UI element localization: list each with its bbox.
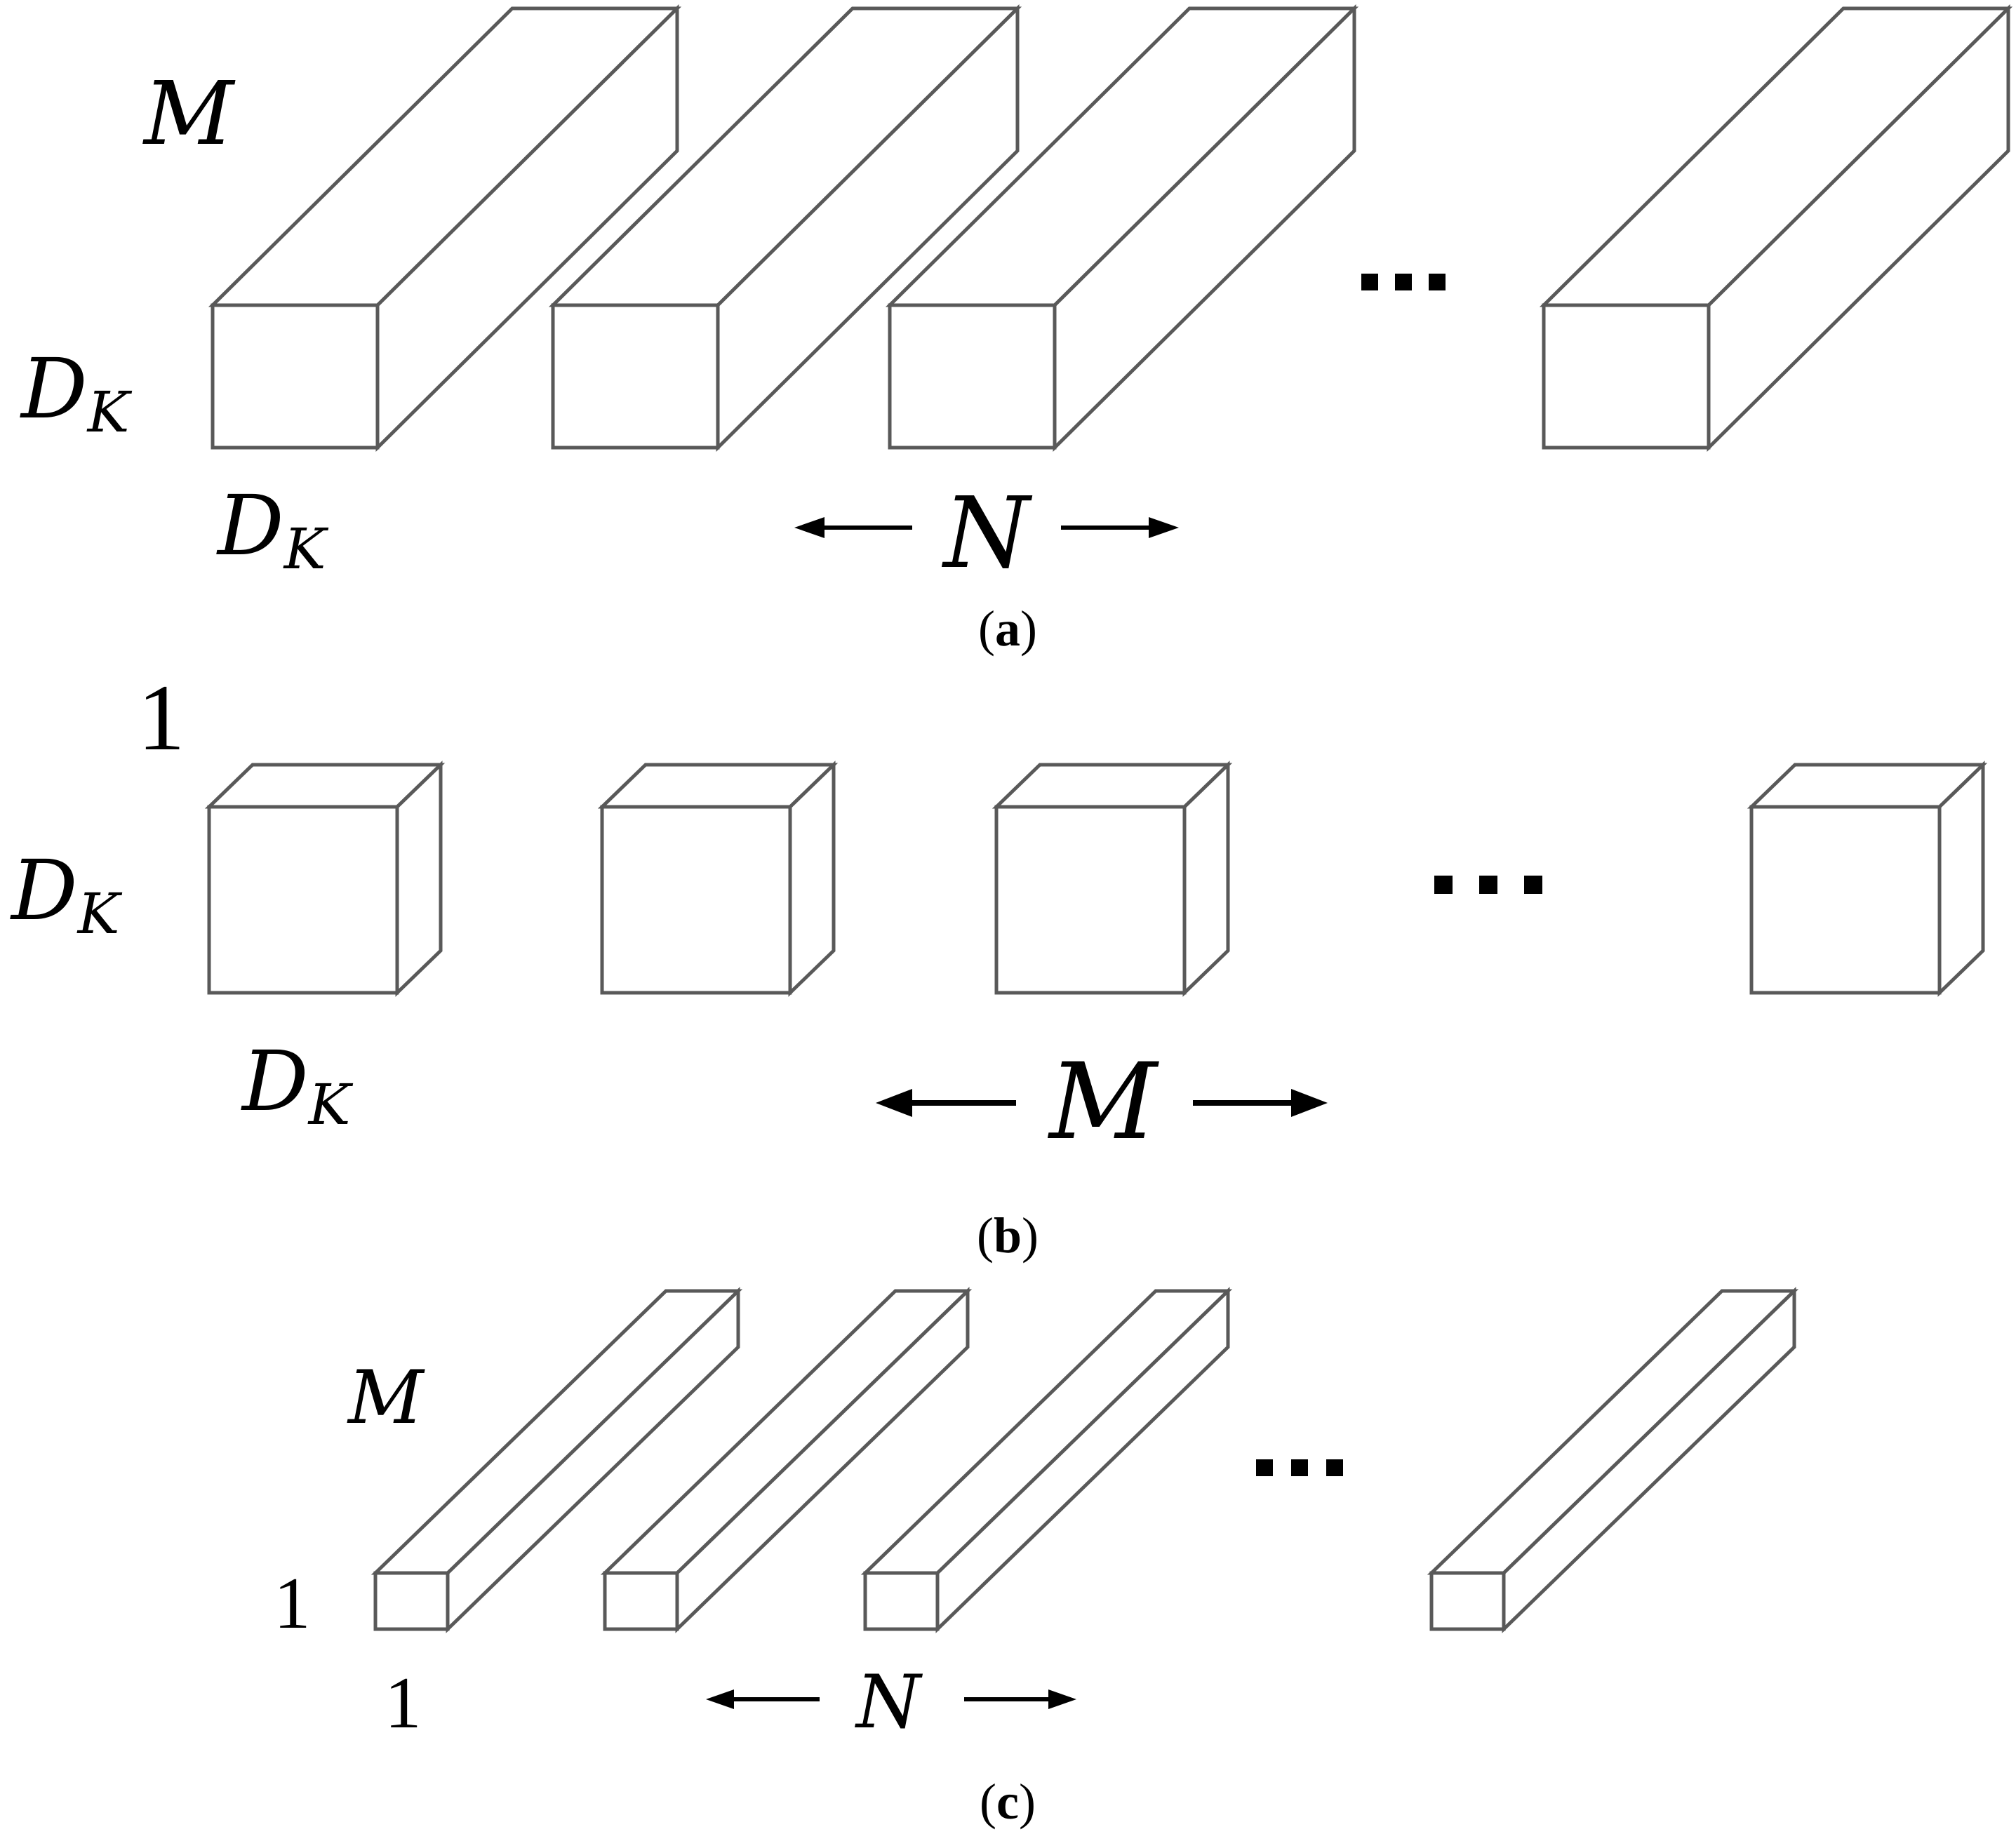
panel-c: M 1 1 N (c)	[274, 1287, 1799, 1830]
label-a-height: DK	[20, 340, 133, 445]
ellipsis-c	[1256, 1459, 1343, 1476]
ellipsis-a	[1361, 274, 1446, 290]
filter-c-last	[1427, 1287, 1799, 1633]
filter-a-2	[548, 4, 1022, 452]
label-b-height: DK	[10, 842, 123, 946]
filter-a-3	[885, 4, 1359, 452]
label-c-depth: M	[347, 1355, 425, 1440]
panel-a: M DK DK N (a)	[20, 4, 2013, 657]
filter-a-1	[208, 4, 682, 452]
label-b-width: DK	[241, 1033, 354, 1137]
panel-c-filters	[371, 1287, 1799, 1633]
filter-c-3	[860, 1287, 1233, 1633]
ellipsis-b	[1434, 876, 1542, 894]
label-c-width: 1	[385, 1661, 422, 1743]
label-a-count: N	[942, 476, 1033, 591]
panel-b: 1 DK DK M (b)	[10, 666, 1988, 1264]
label-c-count: N	[854, 1659, 923, 1745]
filter-b-3	[992, 761, 1233, 997]
label-c-height: 1	[274, 1562, 311, 1644]
filter-b-1	[204, 761, 446, 997]
count-arrow-b: M	[876, 1041, 1328, 1163]
filter-c-1	[371, 1287, 743, 1633]
label-a-width: DK	[216, 477, 329, 582]
caption-b: (b)	[977, 1207, 1039, 1264]
panel-b-filters	[204, 761, 1988, 997]
count-arrow-c: N	[706, 1659, 1076, 1745]
filter-b-last	[1747, 761, 1988, 997]
count-arrow-a: N	[794, 476, 1179, 591]
panel-a-filters	[208, 4, 2013, 452]
label-b-count: M	[1047, 1041, 1159, 1163]
filter-b-2	[597, 761, 839, 997]
caption-a: (a)	[978, 601, 1037, 657]
filter-c-2	[600, 1287, 973, 1633]
label-a-depth: M	[142, 63, 236, 165]
caption-c: (c)	[980, 1774, 1036, 1830]
filter-a-last	[1539, 4, 2013, 452]
label-b-depth: 1	[138, 666, 185, 770]
